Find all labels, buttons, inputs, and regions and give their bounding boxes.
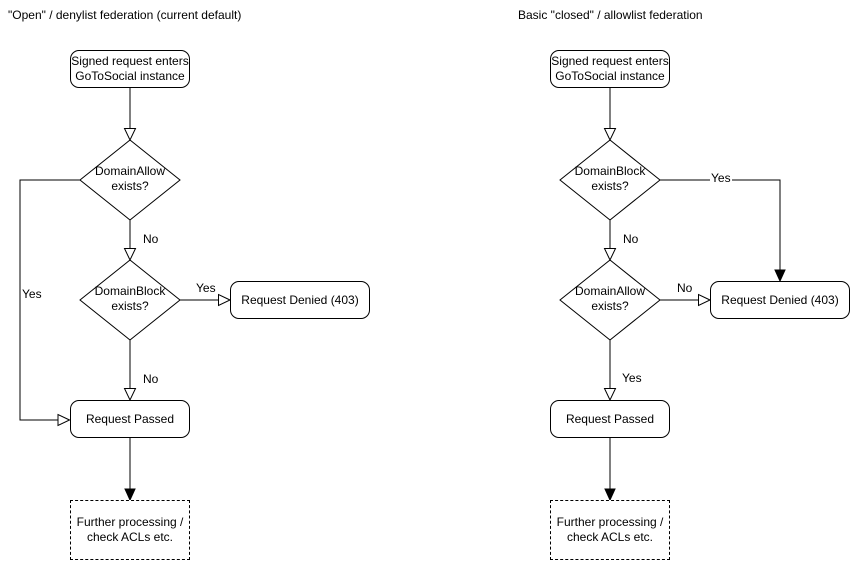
left-decision2-diamond [79, 259, 181, 341]
right-decision2-label: DomainAllow exists? [574, 284, 646, 313]
left-request-passed-node: Request Passed [70, 400, 190, 438]
open-arrowhead-icon [603, 128, 617, 142]
right-decision2-no-label: No [676, 281, 694, 295]
left-decision2-no-label: No [142, 372, 160, 386]
right-further-processing-node: Further processing / check ACLs etc. [550, 500, 670, 560]
right-decision1-yes-label: Yes [710, 171, 732, 185]
open-arrowhead-icon [57, 413, 71, 427]
left-further-processing-node: Further processing / check ACLs etc. [70, 500, 190, 560]
filled-arrowhead-icon [604, 488, 616, 502]
right-decision2-yes-label: Yes [621, 371, 643, 385]
left-chart-title: "Open" / denylist federation (current de… [8, 8, 242, 22]
filled-arrowhead-icon [124, 488, 136, 502]
filled-arrowhead-icon [774, 269, 786, 283]
left-decision1-label: DomainAllow exists? [94, 164, 166, 193]
left-decision2-label: DomainBlock exists? [94, 284, 166, 313]
open-arrowhead-icon [603, 388, 617, 402]
right-decision1-no-label: No [622, 232, 640, 246]
left-decision1-yes-label: Yes [21, 287, 43, 301]
right-chart-title: Basic "closed" / allowlist federation [518, 8, 703, 22]
open-arrowhead-icon [123, 248, 137, 262]
right-decision1-label: DomainBlock exists? [574, 164, 646, 193]
right-request-denied-node: Request Denied (403) [710, 281, 850, 319]
left-request-denied-node: Request Denied (403) [230, 281, 370, 319]
right-edge-decision1-yes [660, 179, 781, 270]
left-start-node: Signed request enters GoToSocial instanc… [70, 50, 190, 88]
open-arrowhead-icon [218, 293, 232, 307]
open-arrowhead-icon [698, 293, 712, 307]
open-arrowhead-icon [603, 248, 617, 262]
open-arrowhead-icon [123, 128, 137, 142]
open-arrowhead-icon [123, 388, 137, 402]
right-request-passed-node: Request Passed [550, 400, 670, 438]
right-decision2-diamond [559, 259, 661, 341]
left-decision1-diamond [79, 139, 181, 221]
right-decision1-diamond [559, 139, 661, 221]
left-decision2-yes-label: Yes [195, 281, 217, 295]
right-start-node: Signed request enters GoToSocial instanc… [550, 50, 670, 88]
left-edge-decision1-yes-loop [19, 179, 80, 421]
left-decision1-no-label: No [142, 232, 160, 246]
